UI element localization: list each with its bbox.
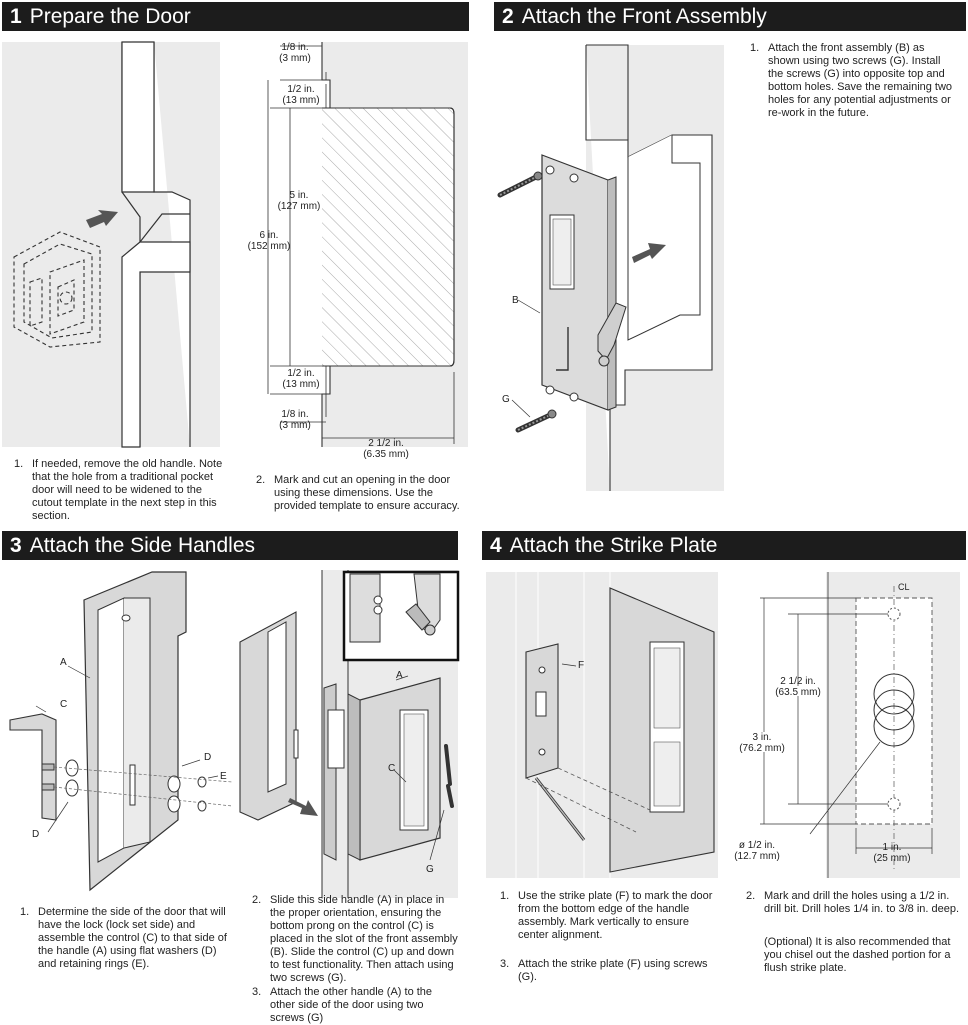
label-b: B: [512, 295, 519, 306]
dim-1-in: 1 in.(25 mm): [873, 842, 911, 864]
section-title: Prepare the Door: [29, 5, 191, 28]
step1-text-1: 1.If needed, remove the old handle. Note…: [14, 458, 223, 522]
step3-right-drawing: [239, 570, 460, 898]
step4-text-1: 1.Use the strike plate (F) to mark the d…: [500, 890, 713, 941]
label-centerline: CL: [898, 582, 910, 592]
dim-dia-1-2-in: ø 1/2 in.(12.7 mm): [734, 840, 780, 862]
step1-cutout-drawing: [267, 42, 455, 447]
dim-3-in: 3 in.(76.2 mm): [739, 732, 785, 754]
section-number: 2: [502, 5, 514, 28]
step3-left-drawing: [9, 571, 233, 892]
step4-text-3: 3.Attach the strike plate (F) using scre…: [500, 958, 708, 983]
label-a-right: A: [396, 670, 403, 681]
section-title: Attach the Front Assembly: [521, 5, 767, 28]
step3-text-2: 2.Slide this side handle (A) in place in…: [252, 894, 458, 984]
step1-door-drawing: [13, 41, 191, 448]
section-3-header: 3 Attach the Side Handles: [2, 531, 458, 560]
section-title: Attach the Strike Plate: [509, 534, 718, 557]
section-number: 1: [10, 5, 22, 28]
dim-5in: 5 in.(127 mm): [277, 190, 321, 212]
step3-text-1: 1.Determine the side of the door that wi…: [20, 906, 227, 970]
section-title: Attach the Side Handles: [29, 534, 255, 557]
dim-1-2-bottom: 1/2 in.(13 mm): [282, 368, 320, 390]
label-g: G: [502, 394, 510, 405]
label-a: A: [60, 657, 67, 668]
dim-1-8-bottom: 1/8 in.(3 mm): [279, 409, 311, 431]
section-1-header: 1 Prepare the Door: [2, 2, 469, 31]
label-g-right: G: [426, 864, 434, 875]
step2-drawing: [497, 44, 713, 491]
label-c: C: [60, 699, 68, 710]
label-c-right: C: [388, 763, 396, 774]
label-d-right: D: [204, 752, 212, 763]
step3-text-3: 3.Attach the other handle (A) to the oth…: [252, 986, 433, 1024]
section-number: 3: [10, 534, 22, 557]
step1-text-2: 2.Mark and cut an opening in the door us…: [256, 474, 460, 512]
dim-2-1-2: 2 1/2 in.(6.35 mm): [363, 438, 409, 460]
dim-2-1-2-in: 2 1/2 in.(63.5 mm): [775, 676, 821, 698]
label-f: F: [578, 660, 585, 671]
step4-text-2-optional: (Optional) It is also recommended that y…: [764, 936, 951, 974]
dim-1-2-top: 1/2 in.(13 mm): [282, 84, 320, 106]
step2-text-1: 1.Attach the front assembly (B) as shown…: [750, 42, 953, 119]
step4-right-drawing: [760, 572, 933, 878]
label-d-left: D: [32, 829, 40, 840]
section-4-header: 4 Attach the Strike Plate: [482, 531, 966, 560]
label-e: E: [220, 771, 227, 782]
step4-text-2: 2.Mark and drill the holes using a 1/2 i…: [746, 890, 960, 915]
dim-6in: 6 in.(152 mm): [247, 230, 291, 252]
dim-1-8-top: 1/8 in.(3 mm): [279, 42, 311, 64]
step4-left-drawing: [515, 572, 715, 878]
section-2-header: 2 Attach the Front Assembly: [494, 2, 966, 31]
section-number: 4: [490, 534, 502, 557]
